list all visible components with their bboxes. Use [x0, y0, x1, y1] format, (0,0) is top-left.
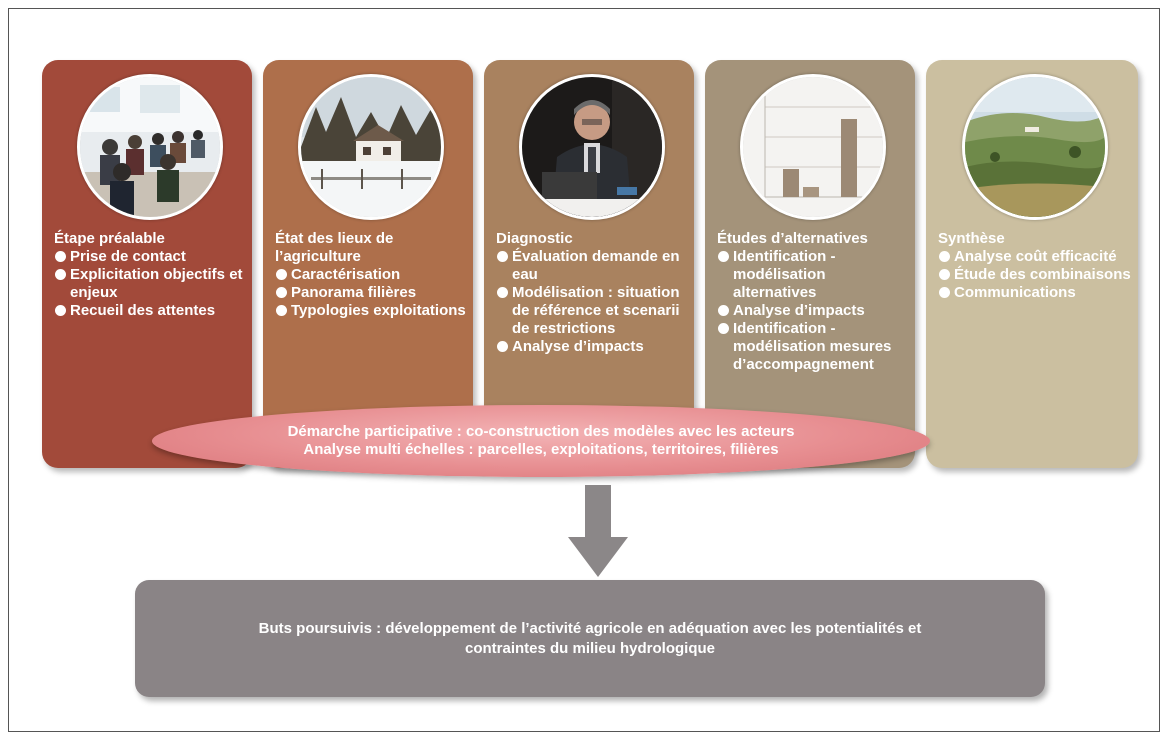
goal-line-1: Buts poursuivis : développement de l’act…: [258, 619, 922, 637]
landscape-fields-image: [965, 77, 1105, 217]
stage-content: Étape préalable Prise de contact Explici…: [54, 230, 246, 320]
bar-chart-image: [743, 77, 883, 217]
stage-item: Évaluation demande en eau: [496, 248, 688, 284]
stage-items: Analyse coût efficacité Étude des combin…: [938, 248, 1132, 302]
stage-item: Identification - modélisation alternativ…: [717, 248, 909, 302]
stage-item: Analyse d’impacts: [717, 302, 909, 320]
farm-photo: [298, 74, 444, 220]
chart-photo: [740, 74, 886, 220]
stage-card-diagnostic: Diagnostic Évaluation demande en eau Mod…: [484, 60, 694, 468]
stage-title: État des lieux de l’agriculture: [275, 230, 394, 265]
stage-item: Modélisation : situation de référence et…: [496, 284, 688, 338]
stage-card-synthesis: Synthèse Analyse coût efficacité Étude d…: [926, 60, 1138, 468]
snowy-farm-image: [301, 77, 441, 217]
stage-items: Identification - modélisation alternativ…: [717, 248, 909, 374]
stage-title: Synthèse: [938, 230, 1005, 247]
stage-item: Analyse d’impacts: [496, 338, 688, 356]
participative-approach-ellipse: Démarche participative : co-construction…: [152, 405, 930, 477]
goal-box: Buts poursuivis : développement de l’act…: [135, 580, 1045, 697]
stage-content: État des lieux de l’agriculture Caractér…: [275, 230, 467, 320]
ellipse-line-1: Démarche participative : co-construction…: [287, 423, 795, 440]
stage-item: Panorama filières: [275, 284, 467, 302]
meeting-photo: [77, 74, 223, 220]
meeting-audience-image: [80, 77, 220, 217]
stage-item: Recueil des attentes: [54, 302, 246, 320]
stage-content: Diagnostic Évaluation demande en eau Mod…: [496, 230, 688, 356]
stage-content: Études d’alternatives Identification - m…: [717, 230, 909, 374]
stage-title: Étape préalable: [54, 230, 165, 247]
stage-title: Diagnostic: [496, 230, 573, 247]
stage-item: Analyse coût efficacité: [938, 248, 1132, 266]
presenter-photo: [519, 74, 665, 220]
stage-card-alternatives: Études d’alternatives Identification - m…: [705, 60, 915, 468]
stage-item: Communications: [938, 284, 1132, 302]
stage-content: Synthèse Analyse coût efficacité Étude d…: [938, 230, 1132, 302]
presenter-laptop-image: [522, 77, 662, 217]
stage-items: Caractérisation Panorama filières Typolo…: [275, 266, 467, 320]
stage-item: Prise de contact: [54, 248, 246, 266]
stage-items: Évaluation demande en eau Modélisation :…: [496, 248, 688, 356]
stage-card-preliminary: Étape préalable Prise de contact Explici…: [42, 60, 252, 468]
stage-items: Prise de contact Explicitation objectifs…: [54, 248, 246, 320]
stage-item: Typologies exploitations: [275, 302, 467, 320]
stage-item: Explicitation objectifs et enjeux: [54, 266, 246, 302]
stage-item: Étude des combinaisons: [938, 266, 1132, 284]
stage-title: Études d’alternatives: [717, 230, 868, 247]
ellipse-line-2: Analyse multi échelles : parcelles, expl…: [303, 441, 779, 458]
stage-item: Identification - modélisation mesures d’…: [717, 320, 909, 374]
stage-card-inventory: État des lieux de l’agriculture Caractér…: [263, 60, 473, 468]
landscape-photo: [962, 74, 1108, 220]
goal-line-2: contraintes du milieu hydrologique: [464, 639, 716, 657]
down-arrow-icon: [568, 485, 628, 577]
stage-item: Caractérisation: [275, 266, 467, 284]
